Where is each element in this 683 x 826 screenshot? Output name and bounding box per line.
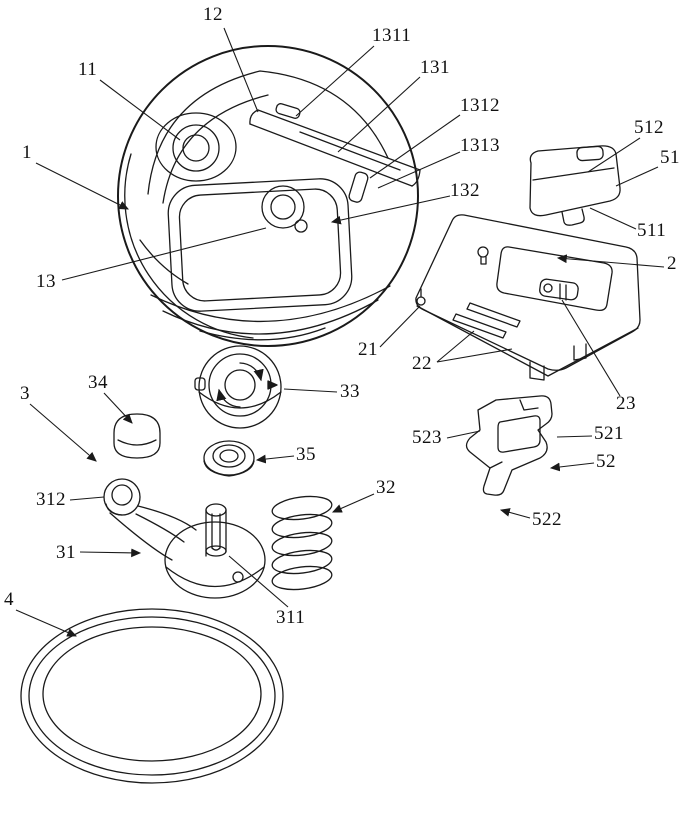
leader-line-1: [35, 162, 129, 210]
lock-clip-part: [465, 395, 553, 496]
lid-body-part: [117, 45, 421, 347]
slide-button-part: [529, 145, 621, 226]
leader-line-521: [556, 435, 593, 438]
leader-line-512: [587, 137, 641, 173]
leader-line-511: [589, 207, 637, 230]
leader-line-35: [255, 454, 295, 464]
leader-line-21: [379, 305, 421, 348]
leader-line-22: [436, 348, 513, 363]
leader-line-22: [436, 330, 475, 363]
leader-line-132: [330, 195, 451, 225]
leader-line-1312: [369, 114, 461, 179]
leader-line-33: [283, 388, 338, 393]
leader-line-11: [99, 79, 181, 141]
leader-line-23: [561, 299, 621, 397]
leader-line-51: [615, 166, 659, 187]
rotor-knob-part: [194, 345, 282, 429]
leader-line-522: [499, 508, 531, 519]
leader-line-12: [223, 27, 259, 113]
leader-line-31: [79, 548, 142, 558]
o-ring-part: [20, 608, 284, 784]
leader-lines: [15, 27, 665, 637]
leader-line-13: [61, 227, 267, 281]
leader-line-1313: [377, 151, 461, 189]
leader-line-2: [556, 254, 665, 268]
cover-plate-part: [415, 214, 641, 381]
leader-line-52: [549, 462, 595, 472]
spring-part: [271, 495, 333, 591]
leader-line-311: [228, 555, 289, 608]
leader-line-1311: [295, 45, 375, 117]
valve-lever-part: [103, 478, 266, 599]
leader-line-3: [29, 403, 97, 462]
leader-line-312: [69, 496, 105, 501]
seal-ring-part: [203, 440, 255, 477]
leader-line-523: [446, 430, 481, 439]
leader-line-131: [337, 76, 421, 153]
dome-cap-part: [113, 413, 161, 459]
leader-line-34: [103, 392, 133, 424]
leader-line-32: [331, 493, 375, 513]
leader-line-4: [15, 609, 78, 637]
